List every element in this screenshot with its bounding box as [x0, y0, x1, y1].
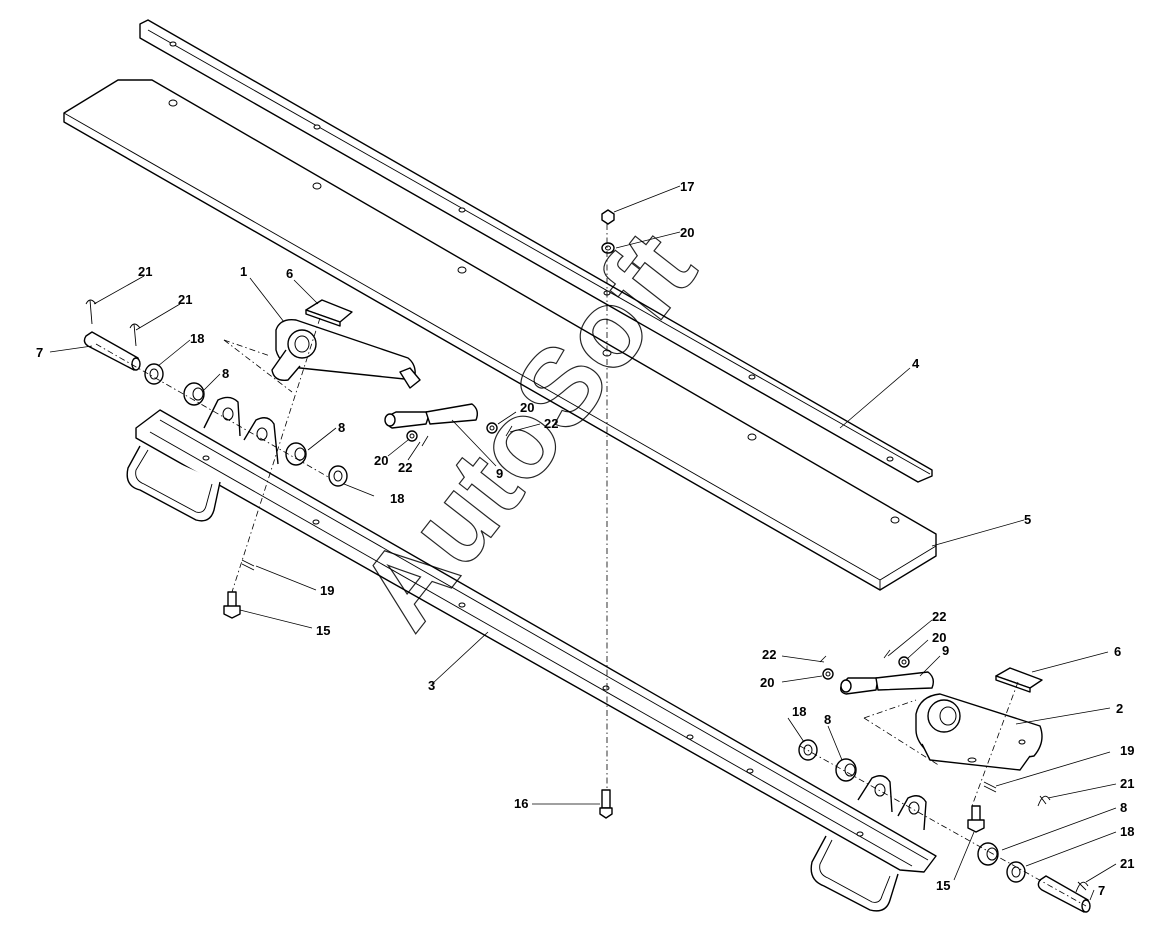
callout-8: 8	[1120, 800, 1127, 815]
callout-22: 22	[398, 460, 412, 475]
callout-18: 18	[792, 704, 806, 719]
callout-8: 8	[824, 712, 831, 727]
callout-9: 9	[942, 643, 949, 658]
callout-20: 20	[520, 400, 534, 415]
part-1-bracket	[271, 319, 421, 389]
part-6-pads	[305, 299, 1043, 693]
callout-4: 4	[912, 356, 920, 371]
callout-6: 6	[286, 266, 293, 281]
callout-22: 22	[762, 647, 776, 662]
part-3-frame	[126, 396, 937, 912]
callout-16: 16	[514, 796, 528, 811]
callout-20: 20	[932, 630, 946, 645]
callout-19: 19	[1120, 743, 1134, 758]
assembly-axes	[95, 224, 1087, 907]
callout-7: 7	[36, 345, 43, 360]
small-parts	[85, 209, 1089, 893]
callout-7: 7	[1098, 883, 1105, 898]
callout-20: 20	[680, 225, 694, 240]
callout-15: 15	[936, 878, 950, 893]
part-18-washers	[144, 363, 1026, 883]
callout-17: 17	[680, 179, 694, 194]
callout-21: 21	[1120, 856, 1134, 871]
part-2-bracket	[915, 693, 1043, 771]
callout-5: 5	[1024, 512, 1031, 527]
callout-20: 20	[374, 453, 388, 468]
callout-18: 18	[190, 331, 204, 346]
callout-2: 2	[1116, 701, 1123, 716]
callout-22: 22	[932, 609, 946, 624]
part-5-plate	[63, 79, 937, 591]
callout-21: 21	[178, 292, 192, 307]
callout-21: 21	[138, 264, 152, 279]
callout-21: 21	[1120, 776, 1134, 791]
callout-15: 15	[316, 623, 330, 638]
part-8-bushings	[183, 382, 999, 866]
callout-3: 3	[428, 678, 435, 693]
part-9-struts	[384, 403, 935, 695]
callout-8: 8	[338, 420, 345, 435]
callout-labels: 1 2 3 4 5 6 6 7 7 8 8 8 8 9 9 15 15 16 1…	[36, 179, 1134, 898]
callout-20: 20	[760, 675, 774, 690]
callout-9: 9	[496, 466, 503, 481]
callout-leaders	[49, 185, 1117, 901]
part-4-strip	[139, 19, 933, 483]
callout-1: 1	[240, 264, 247, 279]
callout-22: 22	[544, 416, 558, 431]
callout-6: 6	[1114, 644, 1121, 659]
callout-19: 19	[320, 583, 334, 598]
part-7-pins	[83, 331, 1091, 913]
callout-18: 18	[390, 491, 404, 506]
callout-18: 18	[1120, 824, 1134, 839]
callout-8: 8	[222, 366, 229, 381]
